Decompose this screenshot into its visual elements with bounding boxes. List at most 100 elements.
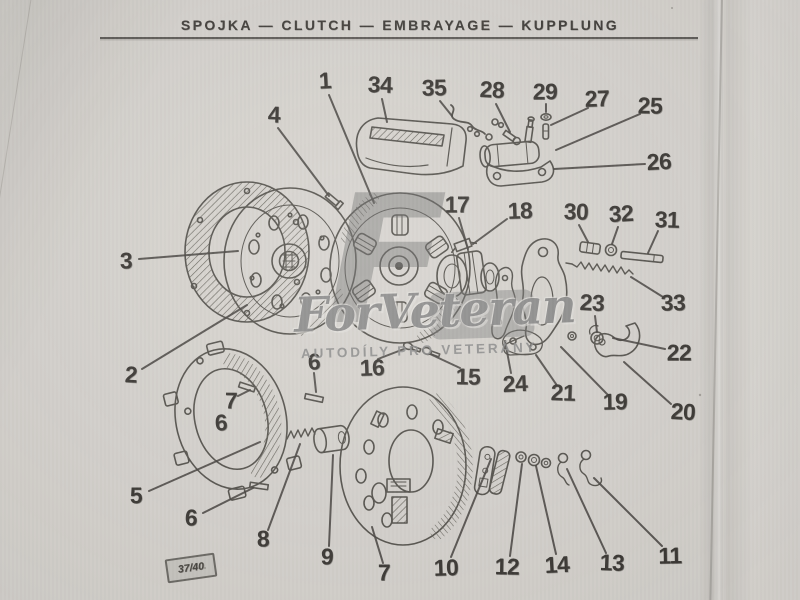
- leader-line-32: [611, 226, 619, 245]
- pressure-plate-assembly-1-drawing: [329, 192, 471, 344]
- release-bearing-17-drawing: [436, 250, 500, 298]
- bolt-16-drawing: [402, 341, 422, 353]
- pin-27-drawing: [542, 123, 550, 140]
- nut-32-drawing: [604, 243, 618, 257]
- part-number-20: 20: [670, 397, 696, 426]
- part-number-9: 9: [320, 543, 334, 570]
- bracket-21-drawing: [502, 329, 543, 356]
- part-number-18: 18: [507, 197, 533, 224]
- part-number-5: 5: [129, 482, 143, 509]
- part-number-25: 25: [637, 92, 663, 119]
- callout-leader-lines: [138, 94, 672, 564]
- leader-line-9: [328, 454, 334, 547]
- leader-line-2: [141, 304, 248, 370]
- part-number-15: 15: [455, 363, 481, 390]
- part-number-33: 33: [660, 289, 686, 316]
- leader-line-33: [630, 276, 664, 298]
- cover-34-drawing: [355, 117, 467, 176]
- part-number-13: 13: [599, 549, 625, 576]
- part-number-1: 1: [318, 67, 332, 94]
- part-number-23: 23: [579, 288, 605, 317]
- leader-line-24: [504, 340, 512, 374]
- leader-line-3: [138, 250, 239, 260]
- washer-29-drawing: [540, 113, 552, 122]
- leader-line-7: [237, 389, 251, 397]
- part-number-7: 7: [377, 559, 391, 586]
- leader-line-15: [429, 353, 461, 369]
- leader-line-7: [371, 526, 384, 564]
- header-rule: [100, 37, 698, 39]
- pin-30-drawing: [578, 241, 602, 255]
- underlying-page-surface: [726, 0, 800, 600]
- page-curl-shading: [699, 0, 723, 600]
- lever-10-drawing: [473, 445, 496, 496]
- leader-line-25: [555, 113, 641, 151]
- stud-drawing: [567, 331, 577, 341]
- leader-line-30: [578, 224, 589, 243]
- part-number-10: 10: [433, 554, 459, 581]
- part-number-16: 16: [359, 354, 385, 381]
- clutch-disc-2-drawing: [223, 187, 357, 336]
- leader-line-27: [550, 107, 589, 126]
- part-number-12: 12: [494, 553, 520, 580]
- leader-line-23: [594, 315, 598, 333]
- leader-line-13: [566, 468, 607, 554]
- leader-line-20: [623, 361, 672, 405]
- part-number-26: 26: [646, 147, 672, 176]
- leader-line-12: [509, 463, 523, 557]
- part-number-17: 17: [444, 191, 470, 218]
- part-number-32: 32: [608, 199, 634, 228]
- leader-line-6: [202, 487, 254, 514]
- washer-13-drawing: [540, 457, 552, 469]
- leader-line-21: [535, 354, 557, 385]
- leader-line-17: [458, 217, 469, 250]
- bolt-4-drawing: [324, 192, 345, 211]
- part-number-11: 11: [658, 542, 682, 569]
- bushing-9-drawing: [313, 424, 350, 454]
- rod-31-drawing: [620, 250, 664, 264]
- part-number-31: 31: [654, 206, 680, 233]
- slave-cylinder-25-drawing: [479, 116, 540, 168]
- leader-line-14: [535, 465, 557, 555]
- part-number-2: 2: [124, 361, 138, 388]
- pin-6-mid-drawing: [237, 381, 257, 393]
- leader-line-1: [328, 94, 375, 204]
- pin-6-top-drawing: [303, 392, 325, 404]
- clip-13-drawing: [557, 452, 570, 486]
- leader-line-16: [377, 348, 405, 360]
- pin-6-bottom-drawing: [248, 481, 270, 491]
- nut-14-drawing: [527, 453, 541, 467]
- leader-line-11: [593, 477, 663, 547]
- drive-plate-7-drawing: [339, 386, 473, 546]
- bracket-26-drawing: [485, 160, 555, 187]
- leader-line-18: [472, 218, 508, 245]
- pipe-35-drawing: [450, 104, 505, 141]
- leader-line-22: [612, 337, 666, 350]
- part-number-24: 24: [502, 369, 528, 398]
- leader-line-6: [313, 372, 317, 393]
- part-number-6: 6: [214, 409, 228, 436]
- part-number-29: 29: [532, 78, 558, 105]
- part-number-3: 3: [119, 247, 133, 274]
- part-number-8: 8: [256, 525, 270, 552]
- facing-ring-3-drawing: [184, 181, 310, 323]
- leader-line-8: [267, 443, 301, 531]
- part-number-30: 30: [563, 198, 589, 225]
- part-number-22: 22: [666, 339, 692, 366]
- part-number-14: 14: [544, 550, 570, 579]
- leader-line-28: [495, 103, 511, 133]
- part-number-19: 19: [602, 388, 628, 415]
- pressure-ring-5-drawing: [162, 340, 303, 501]
- leader-line-5: [148, 441, 261, 492]
- leader-line-31: [647, 230, 659, 254]
- leader-line-10: [450, 458, 492, 558]
- photocopy-speckles: [204, 7, 702, 569]
- part-number-28: 28: [479, 75, 505, 104]
- page-stamp-text: 37/40: [177, 560, 205, 576]
- part-number-6: 6: [307, 348, 321, 375]
- part-number-4: 4: [267, 101, 281, 128]
- spring-8-drawing: [286, 427, 316, 440]
- page-title: SPOJKA — CLUTCH — EMBRAYAGE — KUPPLUNG: [180, 17, 620, 33]
